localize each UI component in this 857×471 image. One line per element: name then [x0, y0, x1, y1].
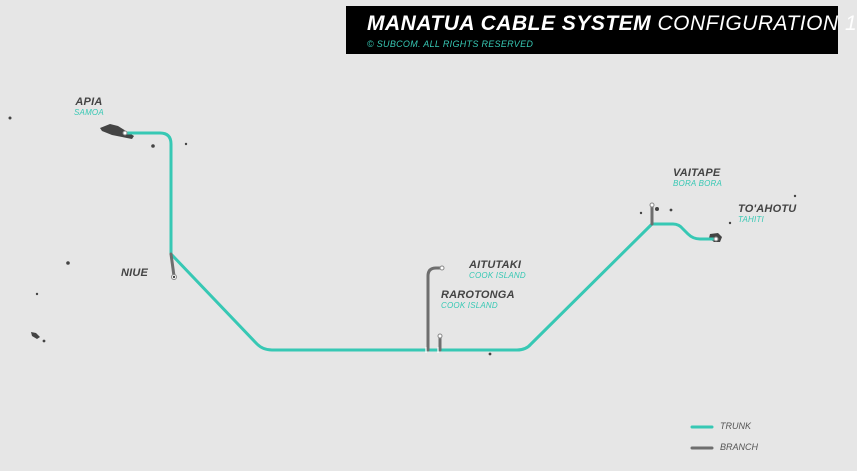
- label-aitutaki-name: AITUTAKI: [469, 259, 522, 271]
- map-title-configuration: CONFIGURATION 1: [657, 12, 857, 35]
- label-apia-name: APIA: [75, 96, 103, 108]
- branch-cable-niue: [169, 252, 176, 278]
- island-dot: [728, 221, 732, 225]
- title-banner: MANATUA CABLE SYSTEM CONFIGURATION 1 © S…: [346, 6, 857, 54]
- copyright-notice: © SUBCOM. ALL RIGHTS RESERVED: [367, 39, 534, 49]
- label-rarotonga-sub: COOK ISLAND: [441, 301, 498, 310]
- island-dot: [669, 208, 673, 212]
- island-dot: [151, 144, 155, 148]
- legend-branch-label: BRANCH: [720, 442, 759, 452]
- label-aitutaki: AITUTAKI COOK ISLAND: [469, 259, 526, 281]
- island-dot: [793, 194, 797, 198]
- cable-map: [8, 116, 797, 450]
- label-toahotu-sub: TAHITI: [738, 215, 764, 224]
- label-niue: NIUE: [121, 267, 148, 279]
- label-toahotu: TO'AHOTU TAHITI: [738, 203, 796, 225]
- island-dot: [8, 116, 12, 120]
- label-apia: APIA SAMOA: [74, 96, 104, 118]
- label-niue-name: NIUE: [121, 267, 149, 279]
- label-vaitape-name: VAITAPE: [673, 167, 721, 179]
- label-aitutaki-sub: COOK ISLAND: [469, 271, 526, 280]
- island-dot: [639, 211, 643, 215]
- island-dot: [35, 292, 39, 296]
- landing-point-vaitape: [649, 202, 655, 208]
- landing-point-toahotu: [713, 236, 719, 242]
- label-rarotonga: RAROTONGA COOK ISLAND: [441, 289, 515, 311]
- label-vaitape-sub: BORA BORA: [673, 179, 723, 188]
- island-niue: [172, 275, 176, 279]
- landing-point-aitutaki: [439, 265, 445, 271]
- islands: [8, 116, 797, 356]
- map-title: MANATUA CABLE SYSTEM CONFIGURATION 1: [367, 12, 857, 36]
- island-dot: [184, 142, 188, 146]
- island-dot: [488, 352, 492, 356]
- landing-point-apia: [122, 130, 128, 136]
- branch-cable-aitutaki: [426, 266, 443, 352]
- label-rarotonga-name: RAROTONGA: [441, 289, 515, 301]
- label-apia-sub: SAMOA: [74, 108, 104, 117]
- island-dot: [42, 339, 46, 343]
- label-toahotu-name: TO'AHOTU: [738, 203, 797, 215]
- map-title-system: MANATUA CABLE SYSTEM: [367, 12, 652, 35]
- landing-point-rarotonga: [437, 333, 443, 339]
- legend-trunk-label: TRUNK: [720, 421, 751, 431]
- label-vaitape: VAITAPE BORA BORA: [673, 167, 722, 189]
- island-vaitape: [655, 207, 659, 211]
- island-group: [31, 332, 40, 339]
- trunk-cable: [123, 131, 717, 352]
- island-dot: [66, 261, 70, 265]
